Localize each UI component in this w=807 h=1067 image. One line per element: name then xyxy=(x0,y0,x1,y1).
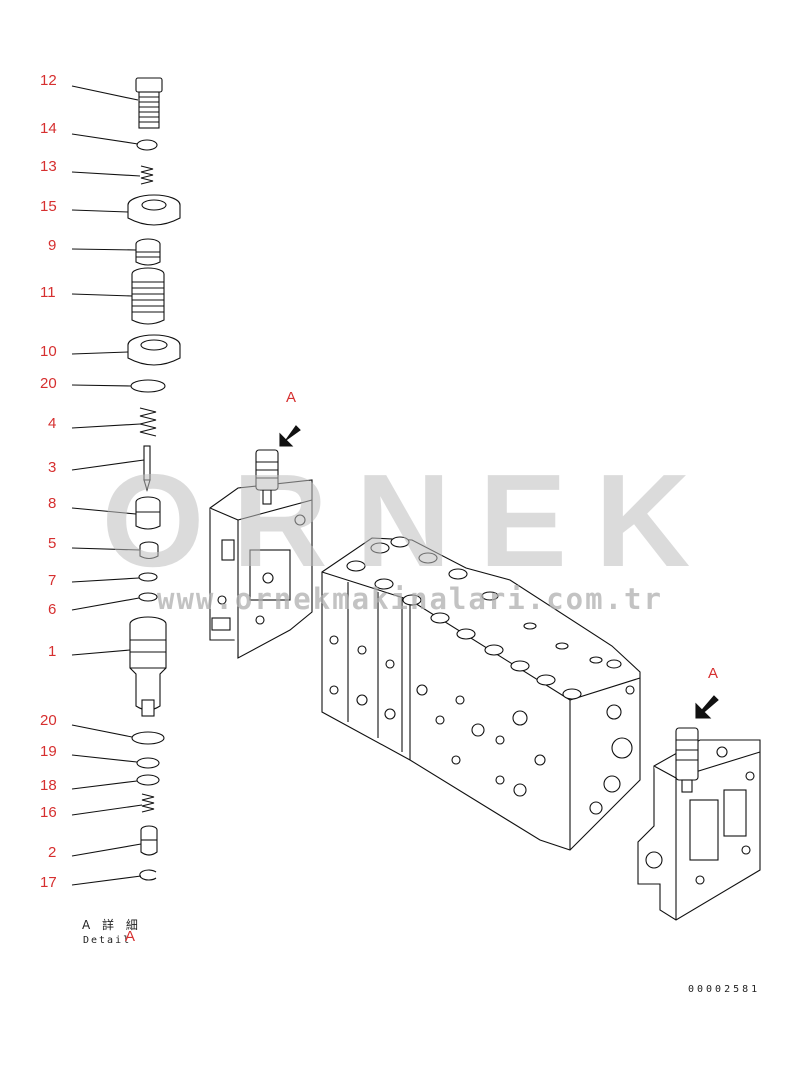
part-6-ring xyxy=(138,592,158,602)
part-20-oring-lower xyxy=(131,731,165,745)
callout-label: 11 xyxy=(40,284,56,301)
part-8-seat xyxy=(135,496,161,530)
callout-label: 9 xyxy=(48,237,56,254)
callout-label: 10 xyxy=(40,343,57,360)
callout-label: 14 xyxy=(40,120,57,137)
part-18-ring xyxy=(136,774,160,786)
part-16-spring xyxy=(141,793,155,813)
callout-label: 17 xyxy=(40,874,57,891)
part-10-nut xyxy=(127,334,181,366)
callout-label: 4 xyxy=(48,415,56,432)
view-marker-a: A xyxy=(708,665,718,682)
callout-label: 13 xyxy=(40,158,57,175)
part-12-plug xyxy=(135,77,163,129)
section-housing-upper xyxy=(209,449,313,659)
part-17-snap-ring xyxy=(139,869,157,881)
callout-label: 19 xyxy=(40,743,57,760)
callout-label: 20 xyxy=(40,712,57,729)
section-housing-lower xyxy=(637,727,761,921)
part-4-spring xyxy=(139,407,157,437)
callout-label: 5 xyxy=(48,535,56,552)
document-number: 00002581 xyxy=(688,984,761,995)
main-valve-block xyxy=(321,536,641,851)
part-1-valve-body xyxy=(129,616,167,717)
view-marker-a: A xyxy=(286,389,296,406)
callout-label: 2 xyxy=(48,844,56,861)
part-11-sleeve xyxy=(131,267,165,325)
detail-caption-jp: A 詳 細 xyxy=(82,918,142,932)
callout-label: 20 xyxy=(40,375,57,392)
part-13-spring xyxy=(140,165,154,185)
leader-lines xyxy=(71,85,145,886)
watermark-logo-text: ORNEK xyxy=(101,447,719,594)
callout-labels: 12 14 13 15 9 11 10 20 4 3 8 5 7 6 1 20 … xyxy=(40,72,718,891)
callout-label: 12 xyxy=(40,72,57,89)
detail-caption-en: Detail xyxy=(83,935,132,946)
arrow-view-a-lower xyxy=(695,695,719,719)
part-5-poppet xyxy=(139,541,159,560)
callout-label: 3 xyxy=(48,459,56,476)
callout-label: 18 xyxy=(40,777,57,794)
callout-label: 16 xyxy=(40,804,57,821)
callout-label: 1 xyxy=(48,643,56,660)
detail-caption-ref: A xyxy=(125,928,136,945)
callout-label: 8 xyxy=(48,495,56,512)
arrow-view-a-upper xyxy=(279,425,301,447)
part-7-ring xyxy=(138,572,158,582)
part-2-plug xyxy=(140,825,158,856)
callout-label: 7 xyxy=(48,572,56,589)
part-3-pin xyxy=(143,445,151,492)
part-9-piston xyxy=(135,238,161,266)
part-20-oring-upper xyxy=(130,379,166,393)
watermark-url: www.ornekmakinalari.com.tr xyxy=(157,582,663,616)
callout-label: 6 xyxy=(48,601,56,618)
callout-label: 15 xyxy=(40,198,57,215)
part-14-ball xyxy=(136,139,158,151)
part-19-ring xyxy=(136,757,160,769)
part-15-nut xyxy=(127,194,181,226)
